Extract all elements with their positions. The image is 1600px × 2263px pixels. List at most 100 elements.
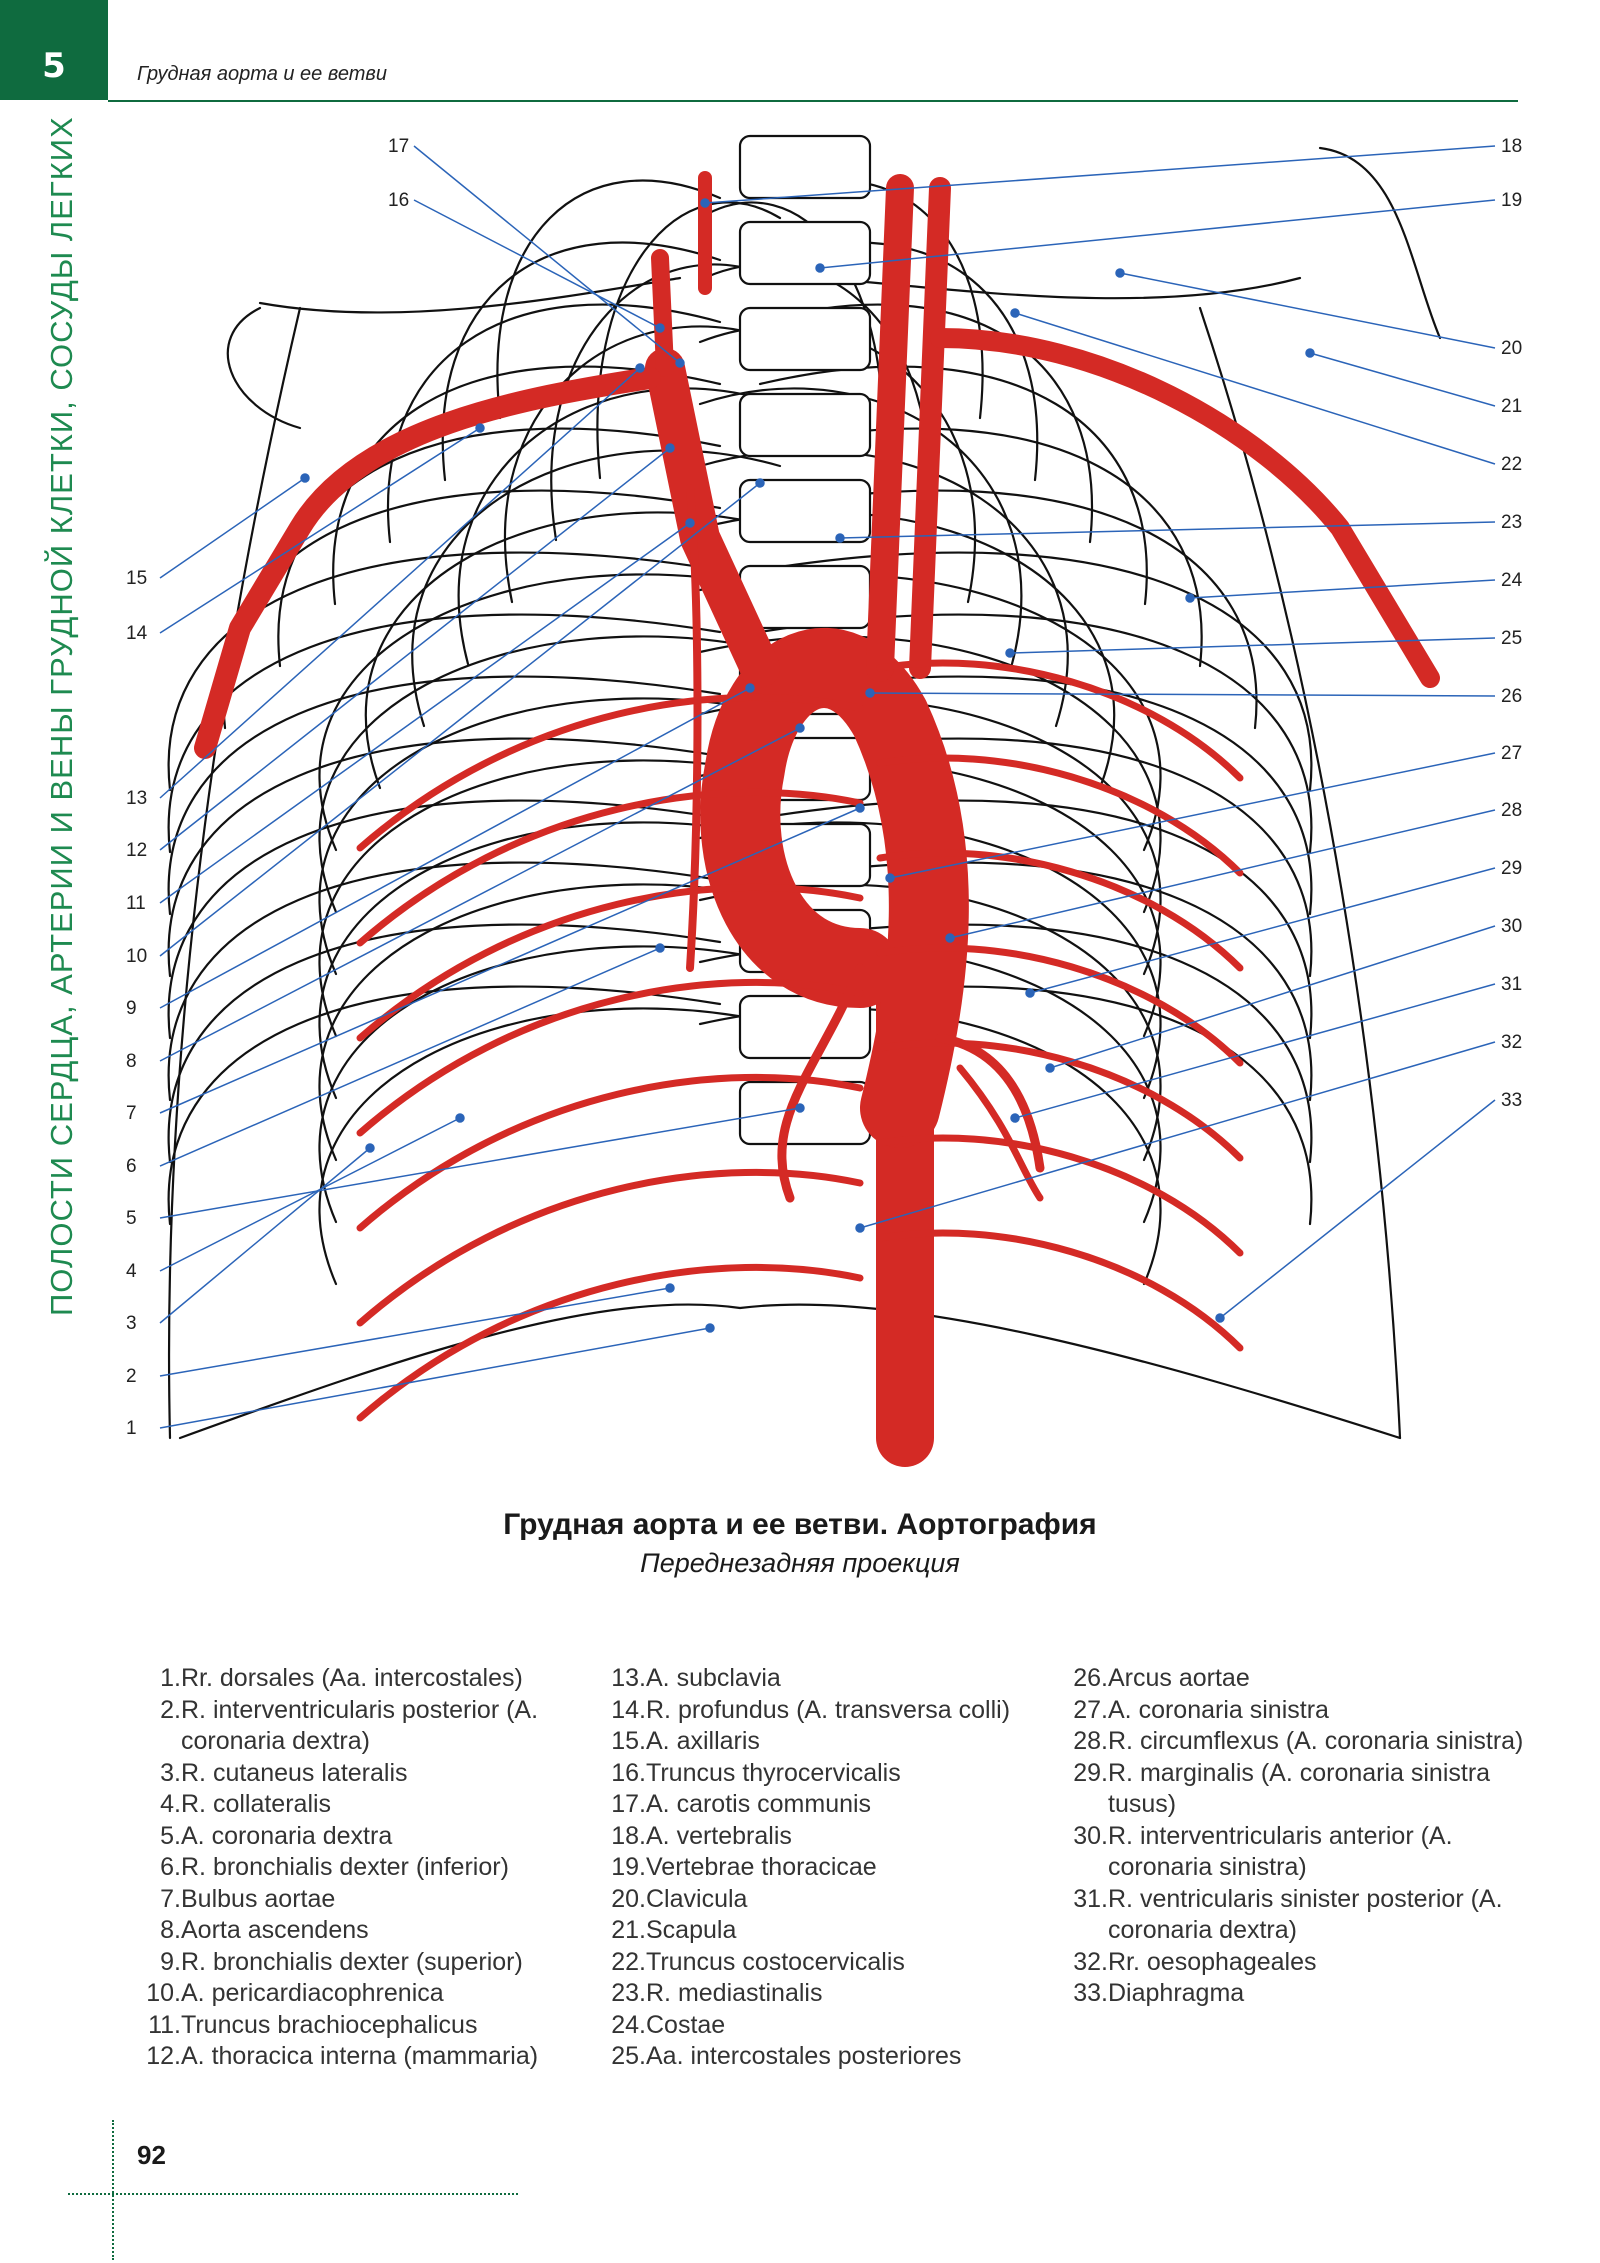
legend-text: Aa. intercostales posteriores [646,2042,962,2070]
leader-line [159,807,861,1114]
aortic-arch [700,628,969,1148]
legend-number: 22. [611,1947,646,1976]
leader-line [413,199,661,329]
legend-number: 11. [148,2010,181,2039]
left-label: 8 [126,1051,137,1072]
leader-dot [635,363,645,373]
legend-item: 12. A. thoracica interna (mammaria) [145,2041,581,2073]
legend-text: A. subclavia [646,1664,781,1692]
left-label: 15 [126,568,147,589]
legend-text: R. marginalis (A. coronaria sinistra tus… [1108,1758,1491,1819]
left-label: 13 [126,788,147,809]
legend-number: 25. [611,2042,646,2070]
rib-left-anterior [318,1007,782,1286]
leader-line [1219,1099,1496,1319]
leader-line [1029,867,1496,994]
legend-item: 30. R. interventricularis anterior (A. c… [1062,1821,1538,1884]
top-label: 16 [388,190,409,211]
rib-left-anterior [318,573,782,852]
leader-line [159,482,761,957]
legend-item: 3. R. cutaneus lateralis [145,1758,581,1790]
leader-dot [835,533,845,543]
scapula-right [1318,146,1442,340]
rib-left [167,923,722,1164]
legend-number: 9. [160,1947,181,1976]
leader-dot [1215,1313,1225,1323]
subclavia-right [194,367,661,759]
rib-right-anterior [698,387,1023,666]
right-label: 23 [1501,512,1522,533]
legend-item: 27. A. coronaria sinistra [1062,1695,1538,1727]
legend-item: 7. Bulbus aortae [145,1884,581,1916]
legend-item: 8. Aorta ascendens [145,1915,581,1947]
legend-number: 30. [1073,1821,1108,1850]
right-label: 22 [1501,454,1522,475]
rib-left [441,241,722,482]
leader-dot [945,933,955,943]
legend-number: 6. [160,1853,181,1881]
legend-number: 26. [1073,1664,1108,1692]
leader-line [159,427,481,634]
leader-dot [815,263,825,273]
leader-dot [745,683,755,693]
legend-item: 2. R. interventricularis posterior (A. c… [145,1695,581,1758]
coronary-branch [935,1033,1045,1173]
rib-left-anterior [503,325,782,604]
vertebra [738,220,872,286]
left-label: 3 [126,1313,137,1334]
legend-number: 12. [146,2042,181,2070]
footer-dotted-rule-vertical [112,2120,114,2260]
left-label: 10 [126,946,147,967]
legend-number: 29. [1073,1758,1108,1787]
leader-dot [1005,648,1015,658]
intercostal-right [356,1264,864,1422]
leader-dot [665,1283,675,1293]
vertebra [738,478,872,544]
legend-text: Rr. dorsales (Aa. intercostales) [181,1664,523,1692]
leader-dot [1010,1113,1020,1123]
rib-left [496,179,722,420]
legend-number: 21. [611,1916,646,1944]
leader-dot [655,943,665,953]
leader-dot [755,478,765,488]
leader-line [1189,579,1496,599]
legend-number: 14. [611,1695,646,1724]
intercostal-right [356,694,864,852]
legend-number: 1. [160,1664,181,1692]
clavicle-left [258,276,682,314]
left-label: 2 [126,1366,137,1387]
leader-line [159,947,661,1167]
legend-text: A. pericardiacophrenica [181,1979,444,2007]
right-label: 33 [1501,1090,1522,1111]
rib-left-anterior [318,635,782,914]
left-label: 5 [126,1208,137,1229]
legend-text: Truncus brachiocephalicus [181,2010,478,2039]
leader-dot [700,198,710,208]
intercostal-right [356,884,864,1042]
right-label: 30 [1501,916,1522,937]
legend-item: 15. A. axillaris [602,1726,1086,1758]
right-label: 27 [1501,743,1522,764]
legend-number: 10. [146,1979,181,2007]
leader-line [159,367,641,799]
leader-dot [885,873,895,883]
legend-number: 16. [611,1758,646,1787]
leader-line [819,199,1496,269]
legend-item: 19. Vertebrae thoracicae [602,1852,1086,1884]
legend-item: 14. R. profundus (A. transversa colli) [602,1695,1086,1727]
right-label: 32 [1501,1032,1522,1053]
legend-item: 23. R. mediastinalis [602,1978,1086,2010]
rib-right [758,613,1313,854]
leader-line [869,692,1496,697]
running-head: Грудная аорта и ее ветви [137,63,387,85]
leader-dot [1025,988,1035,998]
right-label: 28 [1501,800,1522,821]
legend-number: 20. [611,1884,646,1913]
intercostal-right [356,789,864,947]
leader-line [949,809,1496,939]
leader-line [159,1117,461,1272]
legend-text: Vertebrae thoracicae [646,1853,877,1881]
figure-labels: 1514131211109876543211819202122232425262… [126,136,1523,1439]
legend-text: Diaphragma [1108,1979,1245,2007]
legend-number: 28. [1073,1727,1108,1755]
